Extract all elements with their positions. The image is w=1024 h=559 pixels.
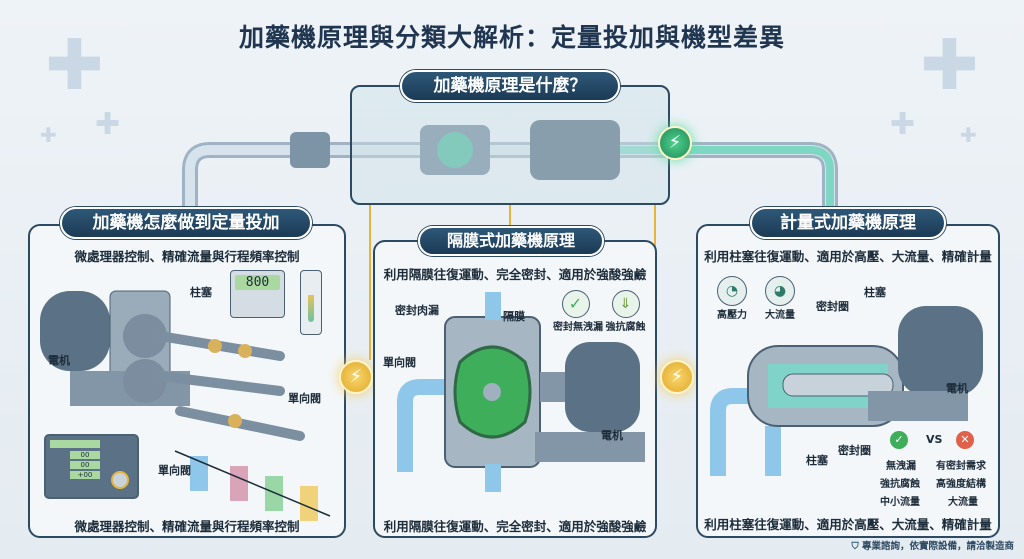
valve-icon [290,132,330,168]
controller-value: +00 [70,471,100,479]
plunger-pump-illustration [40,290,331,521]
compare-left-item: 強抗腐蝕 [880,479,920,490]
label-plunger: 柱塞 [806,454,828,467]
right-subtitle: 利用柱塞往復運動、適用於高壓、大流量、精確計量 [704,249,992,264]
label-seal: 密封肉漏 [395,304,439,317]
right-footer: 利用柱塞往復運動、適用於高壓、大流量、精確計量 [704,517,992,532]
label-motor: 電机 [601,429,623,442]
label-motor: 電机 [48,354,70,367]
label-check-valve: 單向閥 [158,464,191,477]
controller-panel[interactable]: 00 00 +00 [44,434,139,499]
compare-right-item: 有密封需求 [936,461,986,472]
motor-icon [530,120,620,180]
compare-left-item: 無洩漏 [886,461,916,472]
plus-decoration: ✚ [40,123,57,147]
left-subtitle: 微處理器控制、精確流量與行程頻率控制 [74,249,300,264]
page-title: 加藥機原理與分類大解析：定量投加與機型差異 [238,23,785,52]
shield-logo-icon: ⛉ [851,541,862,552]
left-title: 加藥機怎麼做到定量投加 [60,207,312,239]
knob-icon[interactable] [111,471,129,489]
right-panel: 利用柱塞往復運動、適用於高壓、大流量、精確計量 ◔ 高壓力 ◕ 大流量 密封圈 … [696,224,1000,538]
thermometer-icon [300,270,322,335]
vs-label: VS [926,433,943,446]
check-icon: ✓ [890,431,908,449]
feature-label: 密封無洩漏 [553,322,603,333]
top-box [350,85,670,205]
label-check-valve: 單向閥 [383,356,416,369]
plus-decoration: ✚ [920,24,979,106]
corrosion-resistant-icon: ⇓ [611,290,640,318]
label-motor: 電机 [946,382,968,395]
middle-footer: 利用隔膜往復運動、完全密封、適用於強酸強鹼 [383,519,647,534]
plus-decoration: ✚ [95,107,121,142]
label-diaphragm: 隔膜 [503,310,525,323]
compare-right-item: 大流量 [948,497,978,508]
left-panel: 微處理器控制、精確流量與行程頻率控制 800 00 00 +00 柱塞 電机 單… [28,224,346,538]
metering-pump-illustration [710,306,983,476]
cross-icon: ✕ [956,431,974,449]
digital-display: 800 [230,270,285,318]
middle-panel: 利用隔膜往復運動、完全密封、適用於強酸強鹼 密封肉漏 隔膜 單向閥 電机 ✓ 密… [373,240,657,538]
lightning-icon: ⚡ [658,126,692,160]
label-seal-ring: 密封圈 [816,300,849,313]
lightning-icon: ⚡ [339,360,373,394]
plus-decoration: ✚ [960,123,977,147]
feature-flow: ◕ 大流量 [760,276,800,321]
footer-note: ⛉ 專業諮詢，依實際設備，請洽製造商 [852,538,1014,552]
controller-value: 00 [70,451,100,459]
feature-pressure: ◔ 高壓力 [712,276,752,321]
shield-check-icon: ✓ [561,290,590,318]
label-plunger: 柱塞 [190,286,212,299]
left-footer: 微處理器控制、精確流量與行程頻率控制 [74,519,300,534]
middle-title: 隔膜式加藥機原理 [418,226,604,256]
plus-decoration: ✚ [890,107,916,142]
top-title: 加藥機原理是什麼？ [400,70,620,102]
controller-value: 00 [70,461,100,469]
pressure-gauge-icon: ◔ [717,276,747,306]
flow-gauge-icon: ◕ [765,276,795,306]
compare-left-item: 中小流量 [880,497,920,508]
lightning-icon: ⚡ [660,360,694,394]
feature-sealed: ✓ 密封無洩漏 [553,290,603,333]
feature-label: 高壓力 [717,310,747,321]
feature-label: 大流量 [765,310,795,321]
diaphragm-pump-illustration [397,292,645,492]
label-plunger: 柱塞 [864,286,886,299]
display-value: 800 [235,275,280,290]
feature-corrosion: ⇓ 強抗腐蝕 [603,290,648,333]
feature-label: 強抗腐蝕 [605,322,646,333]
label-check-valve: 單向閥 [288,392,321,405]
compare-right-item: 高強度結構 [936,479,986,490]
plus-decoration: ✚ [45,24,104,106]
middle-subtitle: 利用隔膜往復運動、完全密封、適用於強酸強鹼 [383,267,647,282]
footer-text: 專業諮詢，依實際設備，請洽製造商 [861,541,1014,552]
right-title: 計量式加藥機原理 [750,207,946,239]
label-seal-ring: 密封圈 [838,444,871,457]
